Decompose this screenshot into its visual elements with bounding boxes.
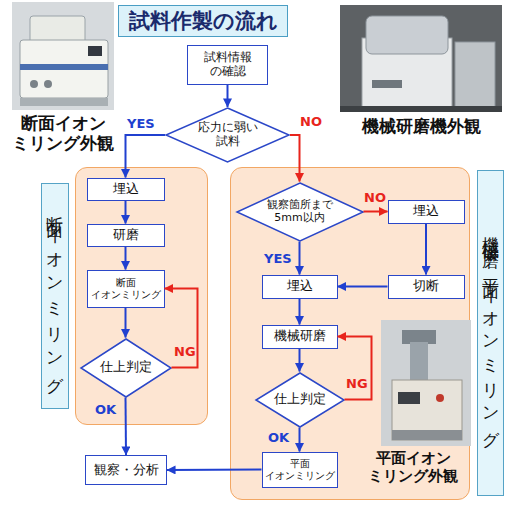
flow-arrow xyxy=(125,308,127,338)
flow-arrow xyxy=(299,428,301,452)
decision-diamond: 仕上判定 xyxy=(80,338,172,398)
branch-label: OK xyxy=(95,402,116,417)
node-label: 機械研磨 xyxy=(274,329,326,344)
node-label: 埋込 xyxy=(113,182,139,197)
process-box: 機械研磨 xyxy=(262,325,338,349)
decision-diamond: 仕上判定 xyxy=(255,372,345,428)
machine-base xyxy=(20,98,108,106)
branch-label: NO xyxy=(364,190,386,205)
flow-arrow xyxy=(338,337,372,400)
node-label: 切断 xyxy=(413,279,439,294)
node-label: 試料情報 の確認 xyxy=(198,51,258,79)
flow-arrow xyxy=(125,247,127,270)
branch-label: OK xyxy=(268,430,289,445)
process-box: 断面 イオンミリング xyxy=(87,270,165,308)
node-label: 研磨 xyxy=(113,228,139,243)
flow-arrow xyxy=(425,224,427,275)
node-label: 埋込 xyxy=(413,204,439,219)
node-label: 仕上判定 xyxy=(274,392,326,407)
machine-button xyxy=(436,394,444,402)
photo-caption: 機械研磨機外観 xyxy=(334,116,508,136)
group-panel: 断面イオンミリング埋込研磨断面 イオンミリング仕上判定 xyxy=(75,167,208,425)
branch-label: NG xyxy=(174,344,196,359)
process-box: 平面 イオンミリング xyxy=(262,452,338,488)
machine-stripe xyxy=(20,64,108,70)
process-box: 埋込 xyxy=(388,200,465,224)
diamond-shape xyxy=(81,339,171,397)
machine-base xyxy=(392,430,462,440)
flow-arrow xyxy=(299,299,301,325)
flow-arrow xyxy=(299,242,301,275)
photo-caption: 断面イオン ミリング外観 xyxy=(2,113,124,154)
node-label: 平面 イオンミリング xyxy=(263,458,337,481)
flow-arrow xyxy=(125,201,127,224)
node-label: 断面 イオンミリング xyxy=(89,277,163,300)
flow-arrow xyxy=(125,398,128,456)
flow-arrow xyxy=(290,135,300,182)
process-box: 埋込 xyxy=(262,275,338,299)
decision-diamond: 観察箇所まで 5mm以内 xyxy=(236,182,364,242)
photo-caption: 平面イオン ミリング外観 xyxy=(352,449,474,485)
flow-arrow xyxy=(338,286,388,288)
node-label: 埋込 xyxy=(287,279,313,294)
flow-arrow xyxy=(126,135,166,178)
process-box: 研磨 xyxy=(87,224,165,247)
machine-top xyxy=(30,16,85,43)
group-heading: 機械研磨＋平面イオンミリング xyxy=(477,170,504,496)
process-box: 切断 xyxy=(388,275,465,299)
machine-knob xyxy=(44,80,52,88)
node-label: 応力に弱い 試料 xyxy=(193,121,263,149)
polisher-photo xyxy=(340,5,502,112)
machine-body xyxy=(392,380,462,440)
machine-knob xyxy=(30,80,38,88)
diagram-title: 試料作製の流れ xyxy=(118,5,288,37)
process-box: 埋込 xyxy=(87,178,165,201)
process-box: 観察・分析 xyxy=(85,455,167,485)
flow-arrow xyxy=(299,349,301,372)
photo-background xyxy=(340,5,502,112)
diamond-shape xyxy=(166,108,289,162)
machine-screen xyxy=(88,46,102,56)
flow-arrow xyxy=(165,289,198,368)
branch-label: YES xyxy=(127,116,155,131)
table-edge xyxy=(340,106,502,112)
decision-diamond: 応力に弱い 試料 xyxy=(165,107,290,163)
diamond-shape xyxy=(256,373,344,427)
flow-arrow xyxy=(167,469,262,472)
group-heading: 断面イオンミリング xyxy=(41,183,69,409)
machine-column xyxy=(410,342,428,384)
photo-background xyxy=(381,320,471,446)
node-label: 観察・分析 xyxy=(94,463,159,478)
branch-label: YES xyxy=(264,251,292,266)
machine-screen xyxy=(398,392,420,404)
machine-cover xyxy=(366,16,448,54)
photo-background xyxy=(12,2,114,110)
diamond-shape xyxy=(237,183,363,241)
node-label: 観察箇所まで 5mm以内 xyxy=(260,199,340,224)
machine-side-unit xyxy=(455,42,495,108)
machine-head xyxy=(402,330,436,344)
flow-arrow xyxy=(364,211,388,213)
machine-panel xyxy=(372,80,402,88)
flow-arrow xyxy=(227,85,229,107)
process-box: 試料情報 の確認 xyxy=(187,45,268,85)
branch-label: NO xyxy=(300,114,322,129)
node-label: 仕上判定 xyxy=(100,360,152,375)
flat-milling-photo xyxy=(381,320,471,446)
branch-label: NG xyxy=(346,376,368,391)
ion-milling-photo xyxy=(12,2,114,110)
machine-body xyxy=(20,40,108,98)
